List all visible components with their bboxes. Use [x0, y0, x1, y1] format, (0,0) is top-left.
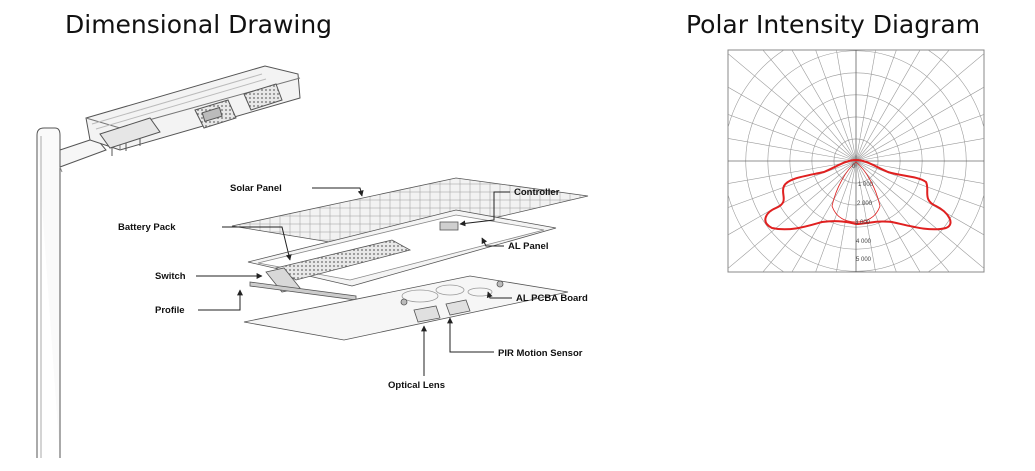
polar-grid-spoke: [728, 160, 857, 269]
callout-al-pcba-board: AL PCBA Board: [516, 293, 588, 304]
polar-grid-spoke: [762, 50, 857, 162]
polar-grid-spoke: [728, 114, 857, 162]
polar-grid-spoke: [855, 50, 897, 162]
polar-grid-spoke: [836, 160, 857, 272]
callout-pir-motion-sensor: PIR Motion Sensor: [498, 348, 583, 359]
polar-tick-2000: 2 000: [857, 201, 873, 207]
polar-grid-spoke: [855, 160, 876, 272]
dimensional-drawing-title: Dimensional Drawing: [65, 10, 333, 39]
callout-controller: Controller: [514, 187, 560, 198]
callout-al-panel: AL Panel: [508, 241, 548, 252]
polar-grid-spoke: [855, 114, 984, 162]
callout-profile: Profile: [155, 305, 185, 316]
street-light-illustration: [36, 65, 301, 458]
polar-grid-spoke: [791, 160, 857, 272]
polar-grid-spoke: [855, 160, 897, 272]
polar-grid-spoke: [855, 50, 876, 162]
polar-grid-spoke: [762, 160, 857, 272]
polar-diagram: 0 1 000 2 000 3 000 4 000 5 000: [727, 49, 985, 273]
polar-tick-1000: 1 000: [858, 182, 874, 188]
solar-panel-part: [231, 177, 589, 249]
polar-grid-spoke: [728, 160, 857, 184]
controller-part: [439, 221, 459, 231]
callout-solar-panel: Solar Panel: [230, 183, 282, 194]
polar-curve-c90: [831, 161, 881, 223]
polar-grid-spoke: [855, 53, 984, 162]
polar-grid-spoke: [728, 53, 857, 162]
polar-tick-0: 0: [852, 164, 856, 170]
polar-tick-5000: 5 000: [856, 257, 872, 263]
polar-curve-c0: [764, 158, 952, 231]
polar-grid-spoke: [815, 160, 857, 272]
polar-grid-spoke: [728, 138, 857, 162]
polar-grid-spoke: [855, 50, 921, 162]
polar-grid-spoke: [855, 160, 984, 184]
polar-tick-4000: 4 000: [856, 239, 872, 245]
pir-sensor-part: [445, 299, 471, 316]
polar-grid-spoke: [791, 50, 857, 162]
polar-grid-spoke: [855, 160, 984, 269]
polar-grid-spoke: [855, 86, 984, 162]
polar-diagram-title: Polar Intensity Diagram: [686, 10, 981, 39]
callout-battery-pack: Battery Pack: [118, 222, 176, 233]
polar-grid-spoke: [855, 50, 950, 162]
polar-grid-spoke: [728, 86, 857, 162]
polar-grid-spoke: [836, 50, 857, 162]
optical-lens-part: [413, 305, 441, 323]
polar-grid-spoke: [855, 160, 921, 272]
callout-optical-lens: Optical Lens: [388, 380, 445, 391]
polar-grid-spoke: [855, 160, 950, 272]
polar-grid-spoke: [855, 138, 984, 162]
callout-switch: Switch: [155, 271, 186, 282]
profile-part: [249, 281, 357, 301]
exploded-view: [231, 177, 589, 341]
polar-grid-spoke: [815, 50, 857, 162]
polar-tick-3000: 3 000: [855, 220, 871, 226]
callout-leaders: [196, 187, 512, 376]
